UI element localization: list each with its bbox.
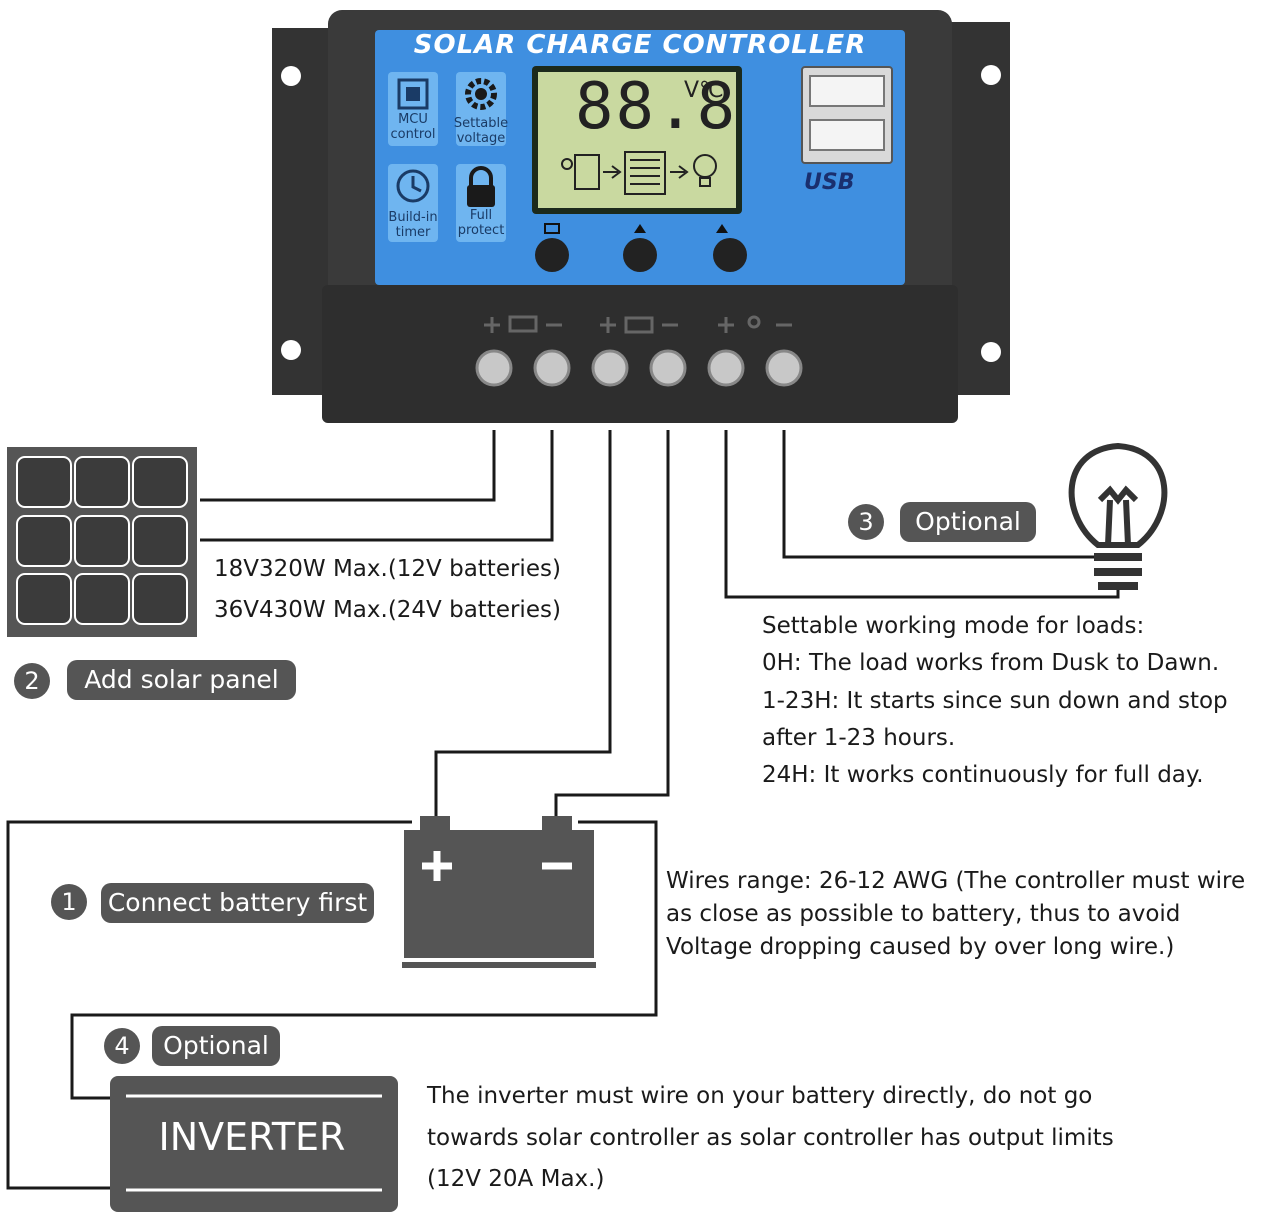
- control-buttons: [535, 223, 747, 272]
- battery-body: [404, 830, 594, 958]
- load-mode-line-1: Settable working mode for loads:: [762, 613, 1145, 639]
- solar-positive-wire: [200, 430, 496, 502]
- step-1-badge: 1: [51, 884, 87, 920]
- inverter-note-line-3: (12V 20A Max.): [427, 1166, 605, 1192]
- inverter-note-line-1: The inverter must wire on your battery d…: [427, 1083, 1093, 1109]
- solar-negative-wire: [200, 430, 554, 542]
- lcd-unit: V℃: [684, 78, 724, 103]
- step-3-badge: 3: [848, 504, 884, 540]
- wires: [6, 430, 1120, 1190]
- chip-icon: [397, 78, 429, 110]
- solar-spec-line-1: 18V320W Max.(12V batteries): [214, 556, 561, 582]
- clock-icon: [396, 169, 430, 203]
- up-light-button: [713, 238, 747, 272]
- lcd-digits: 88.8: [575, 70, 738, 144]
- mount-hole-bl: [281, 340, 301, 360]
- load-mode-line-3: 1-23H: It starts since sun down and stop: [762, 688, 1228, 714]
- battery-positive-wire: [434, 430, 612, 816]
- wire-range-line-2: as close as possible to battery, thus to…: [666, 901, 1181, 927]
- mount-hole-tr: [981, 65, 1001, 85]
- usb-port-2: [809, 119, 885, 151]
- gear-icon: [465, 78, 497, 110]
- load-optional-label: Optional: [900, 502, 1036, 542]
- lock-icon: [467, 166, 495, 207]
- battery-illustration: [402, 816, 596, 968]
- load-mode-line-2: 0H: The load works from Dusk to Dawn.: [762, 650, 1220, 676]
- load-positive-wire: [782, 430, 1095, 559]
- inverter-positive-wire: [6, 820, 412, 1190]
- battery-plus-sign: [422, 851, 452, 881]
- feature-tile-timer: [388, 164, 438, 242]
- charge-controller: [272, 10, 1010, 423]
- left-mounting-ear: [272, 28, 330, 395]
- inverter-illustration: [110, 1076, 398, 1212]
- load-mode-line-5: 24H: It works continuously for full day.: [762, 762, 1204, 788]
- mount-hole-tl: [281, 66, 301, 86]
- inverter-label: INVERTER: [158, 1115, 346, 1159]
- step-2-badge: 2: [14, 663, 50, 699]
- battery-negative-wire: [554, 430, 670, 816]
- usb-label: USB: [804, 170, 855, 195]
- inverter-body: [110, 1076, 398, 1212]
- solar-panel-illustration: [7, 447, 197, 637]
- inverter-negative-wire: [70, 820, 658, 1100]
- load-mode-line-4: after 1-23 hours.: [762, 725, 956, 751]
- usb-port-1: [809, 75, 885, 107]
- solar-spec-line-2: 36V430W Max.(24V batteries): [214, 597, 561, 623]
- lcd-flow-icons: [561, 151, 717, 195]
- terminal-symbols: [484, 315, 792, 334]
- load-negative-wire: [724, 430, 1120, 599]
- controller-title: SOLAR CHARGE CONTROLLER: [413, 30, 867, 60]
- light-bulb-icon: [1068, 442, 1168, 590]
- arrow-icon: [603, 165, 622, 179]
- wire-range-line-1: Wires range: 26-12 AWG (The controller m…: [666, 868, 1246, 894]
- menu-button: [535, 238, 569, 272]
- terminal-screws: [475, 349, 803, 387]
- terminal-block: [322, 285, 958, 423]
- inverter-optional-label: Optional: [152, 1026, 280, 1066]
- connect-battery-label: Connect battery first: [101, 883, 374, 923]
- right-mounting-ear: [950, 22, 1010, 395]
- sun-icon: [561, 158, 573, 170]
- inverter-note-line-2: towards solar controller as solar contro…: [427, 1125, 1114, 1151]
- battery-mini-icon: [624, 151, 666, 195]
- wire-range-line-3: Voltage dropping caused by over long wir…: [666, 934, 1175, 960]
- mount-hole-br: [981, 342, 1001, 362]
- panel-mini-icon: [574, 154, 600, 190]
- up-button: [623, 238, 657, 272]
- step-4-badge: 4: [104, 1028, 140, 1064]
- add-solar-panel-label: Add solar panel: [67, 660, 296, 700]
